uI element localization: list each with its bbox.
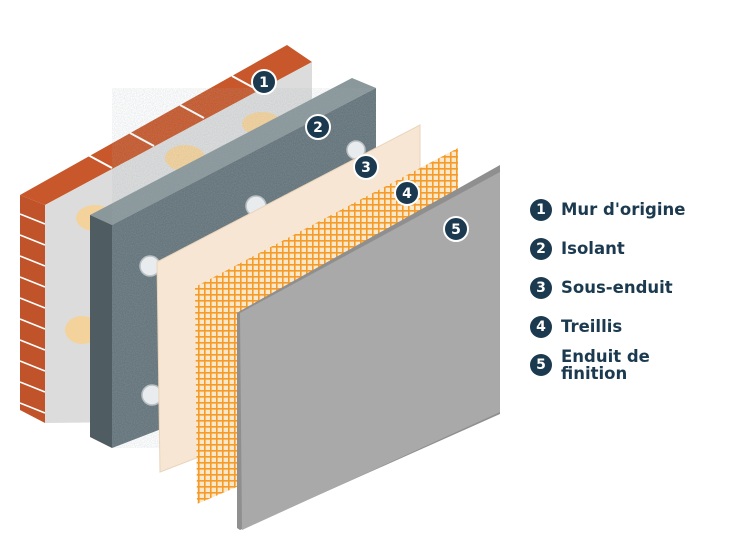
brick-top-face: [20, 45, 312, 205]
legend-item-1: 1 Mur d'origine: [530, 190, 725, 229]
brick-side-face: [20, 195, 45, 423]
layer-2-callout: 2: [305, 114, 331, 140]
legend-item-4: 4 Treillis: [530, 307, 725, 346]
svg-text:5: 5: [451, 222, 461, 238]
legend-label-4: Treillis: [561, 317, 623, 336]
layer-1-callout: 1: [251, 69, 277, 95]
legend-badge-3: 3: [530, 276, 552, 299]
layer-3-callout: 3: [353, 154, 379, 180]
anchor-fixings: [139, 140, 366, 406]
finish-panel: [240, 172, 500, 530]
legend-badge-2: 2: [530, 237, 552, 260]
svg-text:4: 4: [402, 186, 412, 202]
svg-text:1: 1: [259, 75, 269, 91]
legend: 1 Mur d'origine 2 Isolant 3 Sous-enduit …: [530, 190, 725, 392]
legend-badge-1: 1: [530, 198, 552, 221]
legend-item-2: 2 Isolant: [530, 229, 725, 268]
insulation-side-face: [90, 215, 112, 448]
insulation-top-face: [90, 78, 376, 225]
layer-5-finish: [237, 165, 500, 530]
svg-text:2: 2: [313, 120, 323, 136]
svg-text:3: 3: [361, 160, 371, 176]
legend-item-5: 5 Enduit de finition: [530, 346, 725, 392]
legend-label-3: Sous-enduit: [561, 278, 673, 297]
legend-badge-5: 5: [530, 354, 552, 376]
legend-label-1: Mur d'origine: [561, 200, 686, 219]
layer-4-callout: 4: [394, 180, 420, 206]
legend-label-5: Enduit de finition: [561, 347, 650, 383]
legend-badge-4: 4: [530, 315, 552, 338]
layer-5-callout: 5: [443, 216, 469, 242]
legend-item-3: 3 Sous-enduit: [530, 268, 725, 307]
legend-label-2: Isolant: [561, 239, 625, 258]
